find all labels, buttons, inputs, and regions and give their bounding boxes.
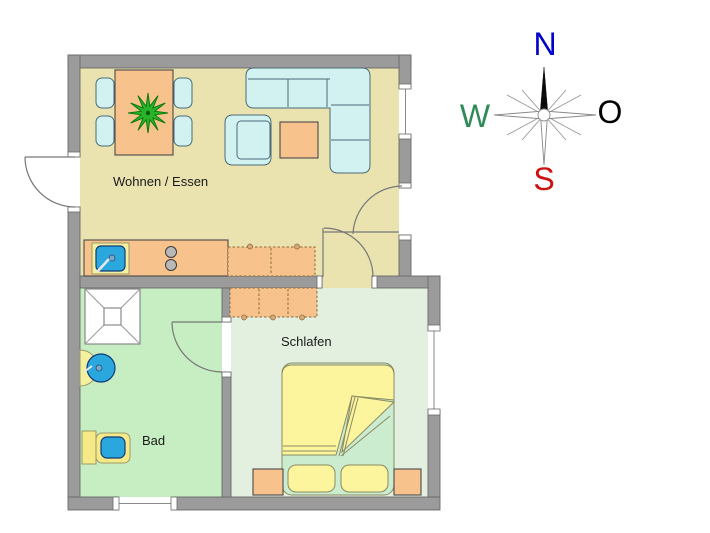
compass-label-east: O	[597, 93, 623, 130]
compass-south-point	[540, 114, 548, 166]
sink-drain	[108, 254, 116, 262]
compass-rose	[493, 66, 597, 166]
door-living-to-bedroom	[316, 227, 378, 289]
bedroom-right-wall-lower	[427, 409, 441, 498]
bathroom-fixtures	[79, 288, 141, 465]
room-label-living: Wohnen / Essen	[113, 174, 209, 189]
dining-chair	[173, 77, 193, 109]
top-wall	[67, 54, 412, 69]
compass-west-point	[493, 110, 545, 120]
pillow	[340, 464, 389, 493]
compass-label-north: N	[533, 25, 557, 62]
shower	[84, 288, 141, 345]
doors	[24, 151, 412, 378]
basin-faucet	[83, 365, 93, 373]
nightstand	[252, 468, 284, 496]
overhead-cabinet-dashed	[227, 243, 316, 277]
toilet	[81, 430, 131, 465]
dining-set	[95, 69, 193, 156]
washbasin	[79, 349, 116, 387]
corner-sofa	[245, 67, 371, 174]
bed-fold-crease	[342, 397, 359, 457]
toilet-bowl	[100, 436, 126, 459]
compass-label-west: W	[459, 97, 491, 134]
cooktop-burner	[165, 246, 177, 258]
bed-fold-shadow	[340, 415, 391, 457]
compass-east-point	[543, 110, 597, 120]
plant-center	[145, 110, 151, 116]
walls	[67, 54, 441, 511]
bedroom-right-wall-upper	[427, 275, 441, 331]
dining-chair	[173, 115, 193, 147]
cooktop-burner	[165, 259, 177, 271]
door-west-exterior	[24, 151, 81, 213]
bottom-wall-right	[171, 496, 441, 511]
coffee-table	[279, 121, 319, 159]
kitchen	[83, 239, 316, 277]
window-bedroom-east	[427, 324, 441, 416]
right-wall-a	[398, 54, 412, 89]
door-entrance-east	[323, 182, 412, 241]
bath-bed-wall-lower	[221, 371, 232, 498]
bottom-wall-left	[67, 496, 119, 511]
windows	[112, 83, 441, 511]
compass-hub	[537, 108, 551, 122]
armchair-seat	[236, 120, 271, 160]
nightstand	[393, 468, 422, 496]
bed-duvet	[281, 364, 395, 456]
pillow	[287, 464, 336, 493]
window-bath-south	[112, 496, 178, 511]
right-wall-c	[398, 234, 412, 278]
right-wall-b	[398, 134, 412, 189]
sofa-group	[224, 67, 371, 174]
sink-faucet	[96, 258, 110, 273]
compass-north-needle	[539, 66, 549, 116]
left-wall-upper	[67, 54, 81, 158]
wardrobe-dashed	[229, 287, 318, 321]
bed-fold-crease	[338, 396, 356, 457]
dining-chair	[95, 115, 115, 147]
dining-chair	[95, 77, 115, 109]
bedroom-furniture	[229, 287, 422, 496]
compass-label-south: S	[533, 160, 555, 197]
divider-wall-left	[79, 275, 323, 289]
basin-drain	[95, 364, 103, 372]
left-wall-lower	[67, 206, 81, 498]
doorway-floor	[322, 276, 372, 288]
door-bathroom	[171, 316, 232, 378]
window-living-east	[398, 83, 412, 140]
toilet-cistern	[81, 430, 97, 465]
room-label-bath: Bad	[142, 433, 166, 448]
room-label-bedroom: Schlafen	[281, 334, 332, 349]
